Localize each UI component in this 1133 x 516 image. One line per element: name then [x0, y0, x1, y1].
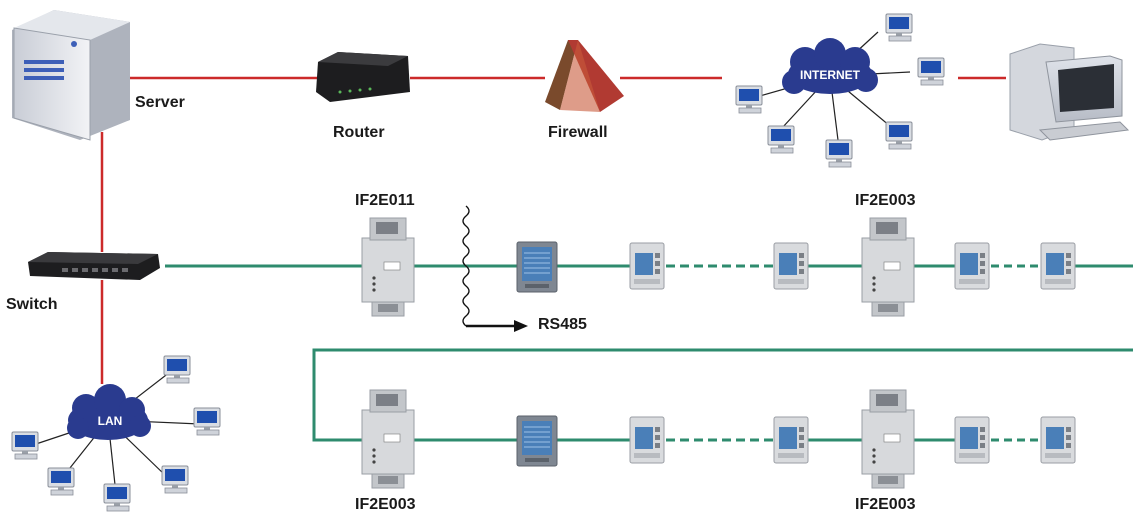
lan-pc-icon-2 [193, 407, 221, 436]
internet-network: INTERNET [735, 13, 945, 168]
rs485-label: RS485 [538, 316, 587, 333]
internet-label: INTERNET [800, 68, 861, 82]
lan-pc-icon-3 [161, 465, 189, 494]
ethernet-lines [100, 76, 1006, 384]
lan-pc-icon-5 [47, 467, 75, 496]
internet-pc-icon-5 [767, 125, 795, 154]
lan-pc-icon-1 [163, 355, 191, 384]
firewall-label: Firewall [548, 124, 608, 141]
internet-pc-icon-3 [885, 121, 913, 150]
meter-row2-2-icon [773, 416, 809, 464]
meter-row1-3-icon [954, 242, 990, 290]
lan-pc-icon-6 [11, 431, 39, 460]
internet-cloud: INTERNET [782, 38, 878, 94]
meter-row2-1-icon [629, 416, 665, 464]
internet-pc-icon-6 [735, 85, 763, 114]
gateway-row2-right-label: IF2E003 [855, 496, 916, 513]
analyzer-row1-icon [516, 241, 558, 293]
gateway-row2-right-icon [861, 389, 915, 489]
meter-row1-1-icon [629, 242, 665, 290]
switch-label: Switch [6, 296, 58, 313]
internet-pc-icon-2 [917, 57, 945, 86]
router-label: Router [333, 124, 385, 141]
gateway-row1-left-icon [361, 217, 415, 317]
rs485-indicator [462, 205, 528, 332]
rs485-arrow-icon [514, 320, 528, 332]
internet-pc-icon-1 [885, 13, 913, 42]
switch-icon [28, 252, 160, 280]
gateway-row1-left-label: IF2E011 [355, 192, 415, 209]
firewall-icon [545, 40, 624, 112]
lan-cloud: LAN [67, 384, 151, 440]
lan-pc-icon-4 [103, 483, 131, 512]
router-icon [316, 52, 410, 102]
gateway-row1-right-label: IF2E003 [855, 192, 916, 209]
server-label: Server [135, 94, 185, 111]
gateway-row2-left-label: IF2E003 [355, 496, 416, 513]
bus-lines [165, 264, 1133, 442]
loop-line [312, 348, 1133, 442]
meter-row1-2-icon [773, 242, 809, 290]
internet-pc-icon-4 [825, 139, 853, 168]
lan-label: LAN [98, 414, 123, 428]
meter-row1-4-icon [1040, 242, 1076, 290]
workstation-icon [1009, 43, 1130, 141]
rs485-wave [462, 205, 470, 327]
meter-row2-3-icon [954, 416, 990, 464]
server-icon [12, 10, 130, 141]
analyzer-row2-icon [516, 415, 558, 467]
gateway-row2-left-icon [361, 389, 415, 489]
lan-network: LAN [11, 355, 221, 512]
meter-row2-4-icon [1040, 416, 1076, 464]
gateway-row1-right-icon [861, 217, 915, 317]
